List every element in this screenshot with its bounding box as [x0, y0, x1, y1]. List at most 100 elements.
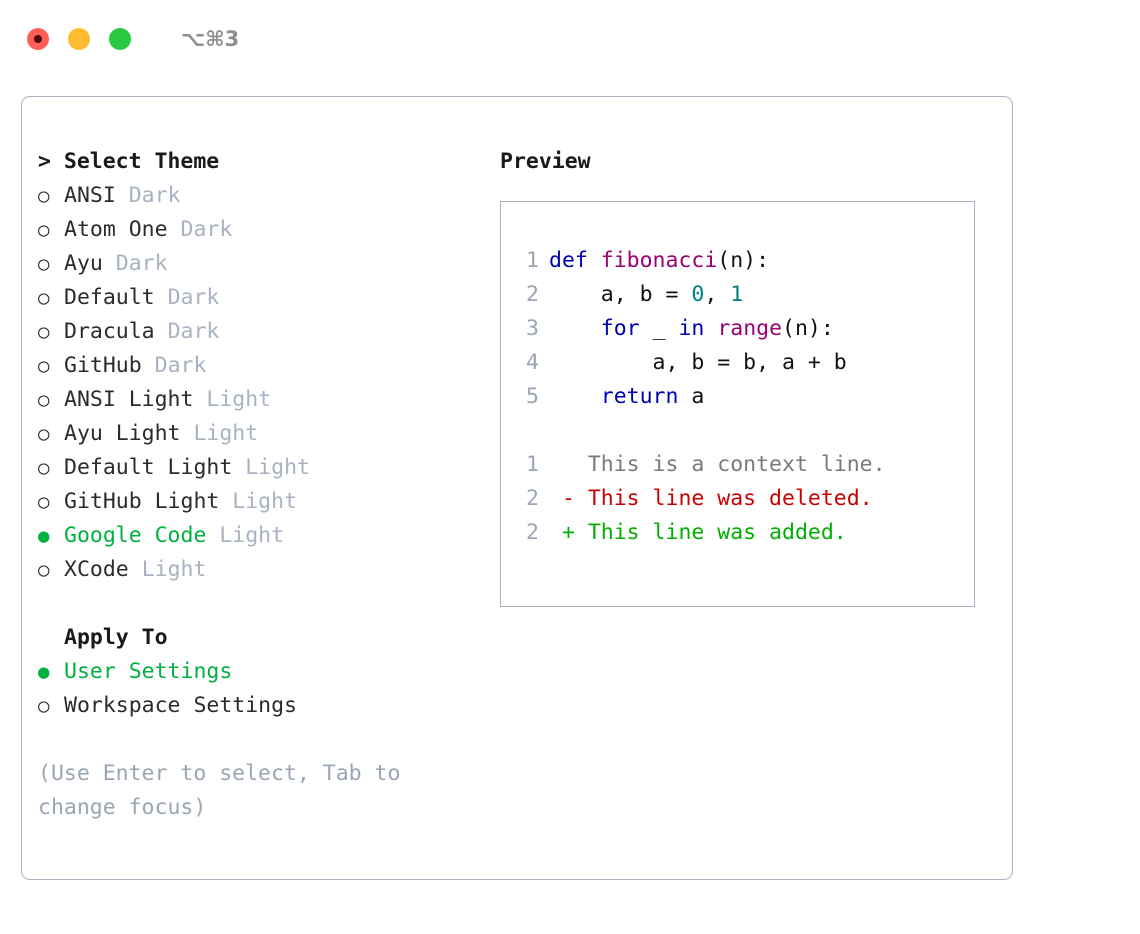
line-number: 2: [526, 282, 539, 307]
code-line: 3 for _ in range(n):: [501, 312, 974, 346]
theme-variant-tag: Light: [219, 523, 285, 548]
radio-unselected-icon[interactable]: ○: [38, 389, 50, 411]
diff-text: This is a context line.: [549, 452, 886, 477]
code-token: ,: [704, 282, 731, 307]
theme-variant-tag: Dark: [115, 251, 168, 276]
code-text: for _ in range(n):: [549, 312, 834, 346]
name-tag-gap: [155, 315, 168, 349]
name-tag-gap: [232, 451, 245, 485]
theme-variant-tag: Dark: [154, 353, 207, 378]
theme-list-item[interactable]: ○Default Light Light: [38, 451, 478, 485]
radio-unselected-icon[interactable]: ○: [38, 321, 50, 343]
code-text: def fibonacci(n):: [549, 244, 769, 278]
close-button[interactable]: [27, 28, 49, 50]
name-tag-gap: [219, 485, 232, 519]
diff-text: - This line was deleted.: [549, 486, 873, 511]
radio-unselected-icon[interactable]: ○: [38, 423, 50, 445]
radio-unselected-icon[interactable]: ○: [38, 457, 50, 479]
theme-name: GitHub: [64, 353, 142, 378]
radio-unselected-icon[interactable]: ○: [38, 355, 50, 377]
apply-to-label: Workspace Settings: [64, 693, 297, 718]
name-tag-gap: [142, 349, 155, 383]
theme-list-item[interactable]: ○ Atom One Dark: [38, 213, 478, 247]
theme-list-item[interactable]: ○ GitHub Dark: [38, 349, 478, 383]
keyboard-hint: (Use Enter to select, Tab to change focu…: [38, 761, 414, 820]
radio-unselected-icon[interactable]: ○: [38, 185, 50, 207]
radio-selected-icon[interactable]: ●: [38, 525, 50, 547]
theme-list-item[interactable]: ●Google Code Light: [38, 519, 478, 553]
apply-to-list[interactable]: ●User Settings ○ Workspace Settings: [38, 655, 478, 723]
radio-selected-icon[interactable]: ●: [38, 661, 50, 683]
name-tag-gap: [206, 519, 219, 553]
apply-to-option[interactable]: ○ Workspace Settings: [38, 689, 478, 723]
section-spacer: [38, 587, 478, 621]
code-token: 0: [691, 282, 705, 307]
theme-list-item[interactable]: ○ GitHub Light Light: [38, 485, 478, 519]
line-number: 2: [526, 520, 539, 545]
code-text: a, b = 0, 1: [549, 278, 743, 312]
code-token: _: [639, 316, 679, 341]
code-line: 2 a, b = 0, 1: [501, 278, 974, 312]
code-token: range: [717, 316, 783, 341]
theme-name: Atom One: [64, 217, 168, 242]
window-title: ⌥⌘3: [181, 27, 240, 51]
theme-list-item[interactable]: ○Ayu Dark: [38, 247, 478, 281]
diff-spacer: [501, 414, 974, 448]
title-bar: ⌥⌘3: [0, 0, 1140, 78]
theme-name: GitHub Light: [64, 489, 220, 514]
diff-text: + This line was added.: [549, 520, 847, 545]
code-token: for: [600, 316, 640, 341]
code-token: [549, 384, 601, 409]
window-controls: [27, 28, 131, 50]
select-theme-header: > Select Theme: [38, 149, 220, 174]
radio-unselected-icon[interactable]: ○: [38, 491, 50, 513]
code-token: [549, 316, 601, 341]
code-token: fibonacci: [600, 248, 718, 273]
theme-list-item[interactable]: ○Ayu Light Light: [38, 417, 478, 451]
theme-list-item[interactable]: ○ ANSI Dark: [38, 179, 478, 213]
theme-name: ANSI: [64, 183, 116, 208]
theme-list-item[interactable]: ○ Default Dark: [38, 281, 478, 315]
radio-unselected-icon[interactable]: ○: [38, 219, 50, 241]
theme-variant-tag: Dark: [167, 285, 220, 310]
diff-line: 1 This is a context line.: [501, 448, 974, 482]
radio-unselected-icon[interactable]: ○: [38, 559, 50, 581]
line-number: 4: [526, 350, 539, 375]
theme-selector-column: > Select Theme ○ANSI Dark○Atom One Dark○…: [38, 145, 478, 825]
diff-sample: 1 This is a context line. 2 - This line w…: [501, 448, 974, 550]
theme-variant-tag: Light: [232, 489, 298, 514]
theme-list-item[interactable]: ○ANSI Light Light: [38, 383, 478, 417]
radio-unselected-icon[interactable]: ○: [38, 287, 50, 309]
theme-name: Ayu Light: [64, 421, 181, 446]
apply-to-option[interactable]: ●User Settings: [38, 655, 478, 689]
radio-unselected-icon[interactable]: ○: [38, 695, 50, 717]
radio-unselected-icon[interactable]: ○: [38, 253, 50, 275]
theme-list-item[interactable]: ○Dracula Dark: [38, 315, 478, 349]
name-tag-gap: [129, 553, 142, 587]
code-line: 4 a, b = b, a + b: [501, 346, 974, 380]
theme-name: ANSI Light: [64, 387, 194, 412]
zoom-button[interactable]: [109, 28, 131, 50]
main-panel: > Select Theme ○ANSI Dark○Atom One Dark○…: [21, 96, 1013, 880]
theme-list[interactable]: ○ANSI Dark○Atom One Dark○Ayu Dark○Defaul…: [38, 179, 478, 587]
code-token: 1: [730, 282, 744, 307]
code-token: a, b = b, a + b: [549, 350, 847, 375]
code-token: return: [600, 384, 679, 409]
line-number: 1: [526, 452, 539, 477]
line-number: 1: [526, 248, 539, 273]
theme-variant-tag: Dark: [180, 217, 233, 242]
name-tag-gap: [155, 281, 168, 315]
diff-line: 2 + This line was added.: [501, 516, 974, 550]
theme-name: Default: [64, 285, 155, 310]
name-tag-gap: [168, 213, 181, 247]
theme-list-item[interactable]: ○XCode Light: [38, 553, 478, 587]
code-token: a: [678, 384, 705, 409]
theme-variant-tag: Dark: [128, 183, 181, 208]
code-line: 1 def fibonacci(n):: [501, 244, 974, 278]
line-number: 2: [526, 486, 539, 511]
minimize-button[interactable]: [68, 28, 90, 50]
theme-variant-tag: Light: [245, 455, 310, 480]
